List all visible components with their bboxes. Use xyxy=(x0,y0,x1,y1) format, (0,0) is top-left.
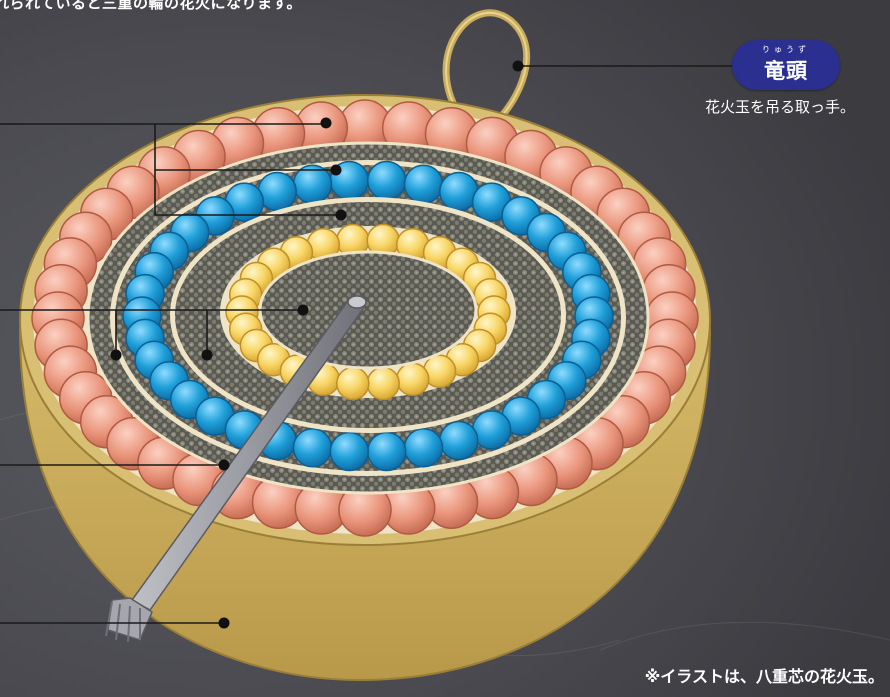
inner-star xyxy=(336,366,370,401)
middle-star xyxy=(366,160,407,201)
middle-star xyxy=(366,431,407,472)
leader-dots xyxy=(110,60,524,629)
middle-star xyxy=(403,164,444,204)
middle-star xyxy=(292,428,333,468)
middle-star xyxy=(439,420,479,461)
intro-text: れられていると三重の輪の花火になります。 xyxy=(0,0,303,12)
inner-star xyxy=(366,366,400,401)
leader-lines xyxy=(0,65,735,624)
middle-stars-ring xyxy=(122,160,614,472)
callout-title: 竜頭 xyxy=(764,59,808,83)
middle-star xyxy=(292,164,333,204)
outer-stars-ring xyxy=(31,99,699,537)
callout-ruby: りゅうず xyxy=(762,45,810,54)
footnote: ※イラストは、八重芯の花火玉。 xyxy=(644,667,884,686)
middle-star xyxy=(329,431,370,472)
fuse-icon xyxy=(105,295,367,643)
inner-star xyxy=(395,362,430,397)
middle-star xyxy=(403,428,444,468)
callout-badge: りゅうず 竜頭 xyxy=(732,40,840,90)
callout-description: 花火玉を吊る取っ手。 xyxy=(704,98,855,116)
